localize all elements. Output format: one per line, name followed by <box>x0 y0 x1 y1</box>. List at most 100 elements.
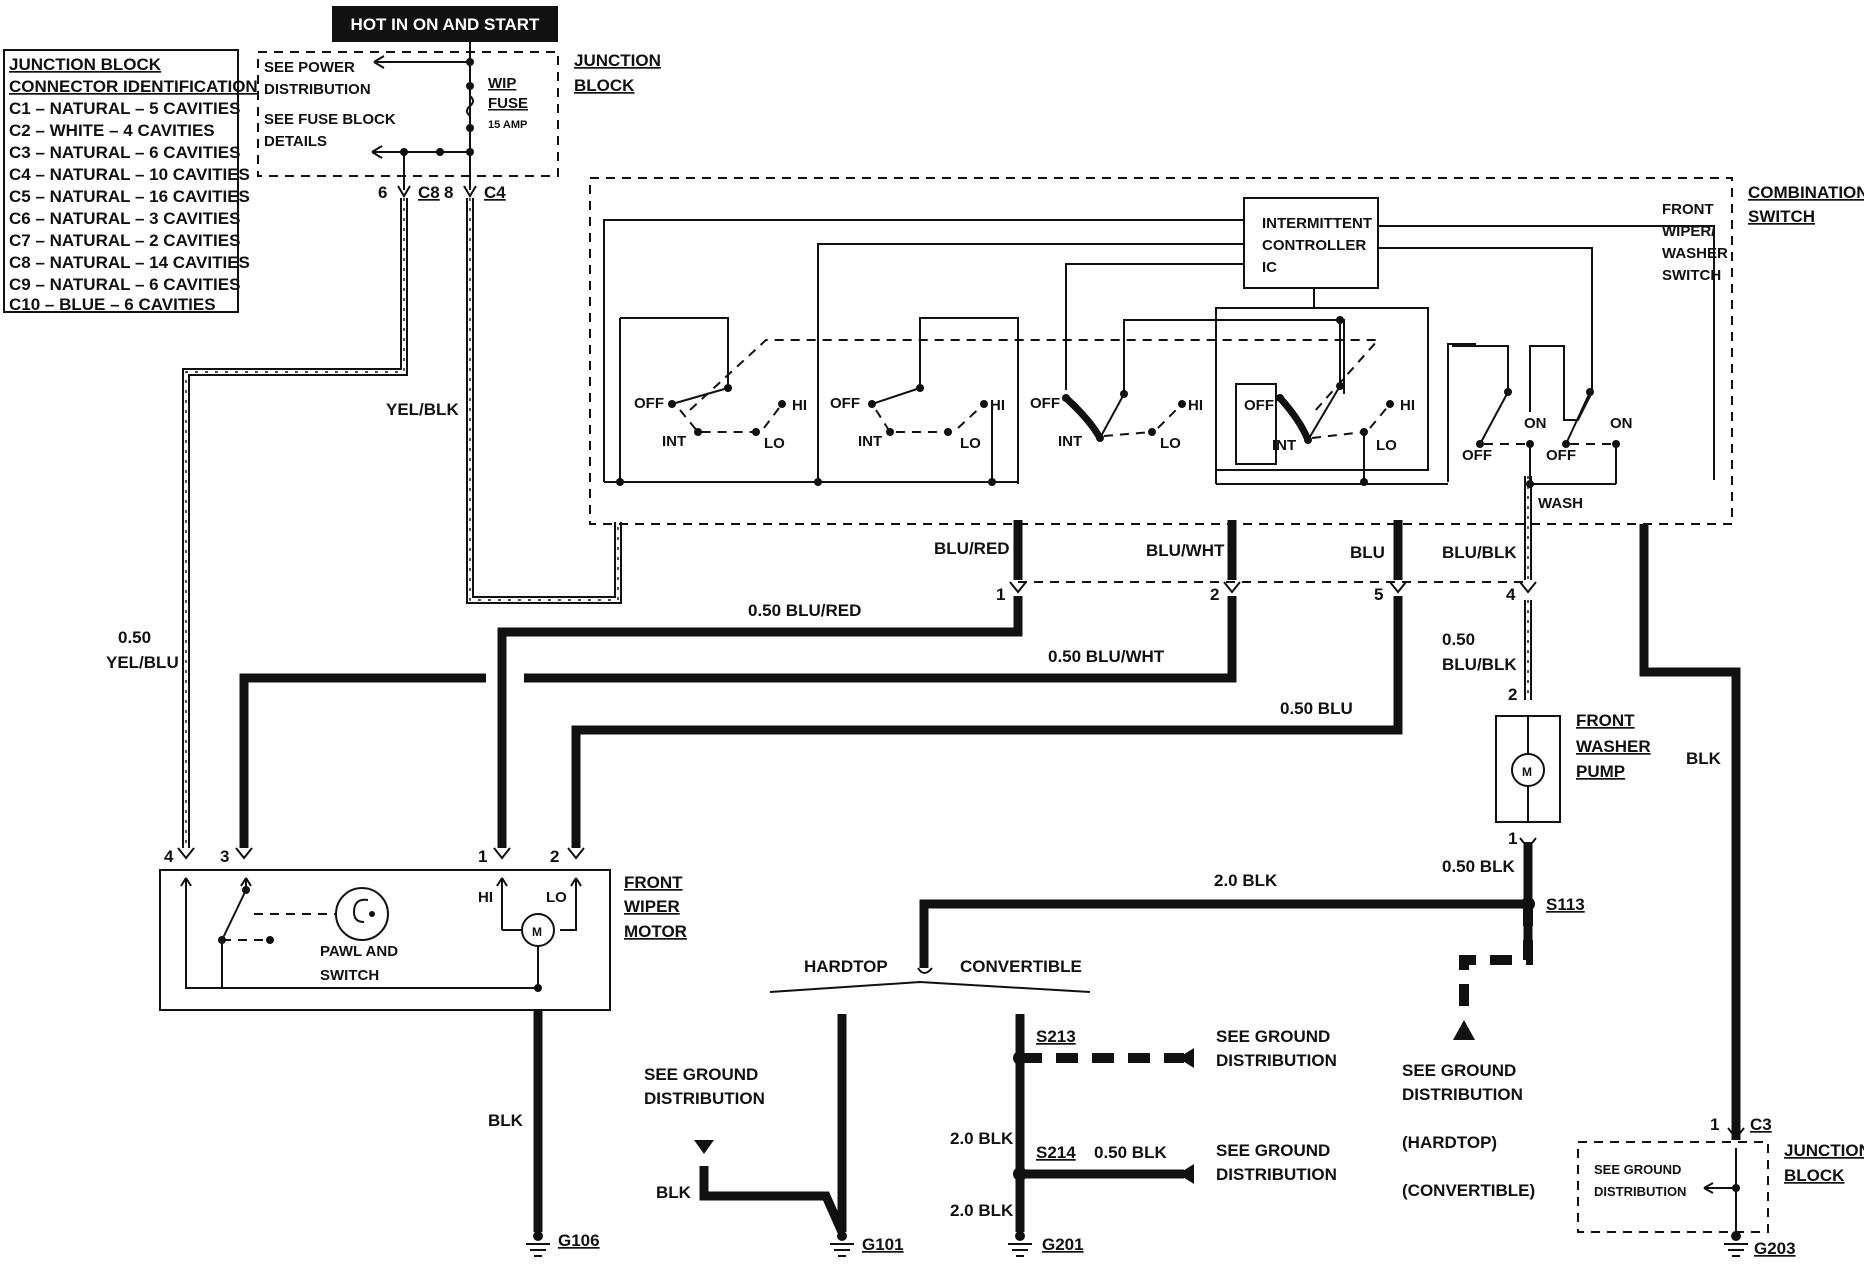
front-washer-pump: 2 M FRONT WASHER PUMP 1 0.50 BLK <box>1442 685 1651 876</box>
wire-label-050-blu-red: 0.50 BLU/RED <box>748 601 861 620</box>
motor-pin-3: 3 <box>220 847 229 866</box>
sw3-int: INT <box>1058 433 1082 450</box>
pump-name-2: WASHER <box>1576 737 1651 756</box>
wire-label-blu-blk-2: BLU/BLK <box>1442 655 1517 674</box>
wash-label: WASH <box>1538 495 1583 512</box>
junction-block-top: SEE POWER DISTRIBUTION SEE FUSE BLOCK DE… <box>257 42 661 202</box>
sw3-lo: LO <box>1160 435 1181 452</box>
sw2-off: OFF <box>830 395 860 412</box>
conn-c8: C8 <box>418 183 440 202</box>
pump-pin-2: 2 <box>1508 685 1517 704</box>
pawl-label-1: PAWL AND <box>320 943 398 960</box>
see-gd-s214-2: DISTRIBUTION <box>1216 1165 1337 1184</box>
switch-sub-3: WASHER <box>1662 245 1728 262</box>
switch-sub-2: WIPER/ <box>1662 223 1716 240</box>
see-gd-mid-2: DISTRIBUTION <box>1402 1085 1523 1104</box>
hot-label: HOT IN ON AND START <box>351 15 540 34</box>
jb-bottom-name-2: BLOCK <box>1784 1166 1845 1185</box>
legend-row: C1 – NATURAL – 5 CAVITIES <box>9 99 240 118</box>
g201-label: G201 <box>1042 1235 1084 1254</box>
jb-see-gd-1: SEE GROUND <box>1594 1162 1681 1177</box>
hardtop-convertible-split: HARDTOP CONVERTIBLE <box>769 957 1091 993</box>
wire-label-blk-right: BLK <box>1686 749 1722 768</box>
s113-label: S113 <box>1546 895 1585 914</box>
wash-on-2: ON <box>1610 415 1633 432</box>
wire-label-blu-wht: BLU/WHT <box>1146 541 1225 560</box>
pump-pin-1: 1 <box>1508 829 1517 848</box>
sw2-hi: HI <box>990 397 1005 414</box>
pin-2: 2 <box>1210 585 1219 604</box>
wire-label-blk-motor: BLK <box>488 1111 524 1130</box>
hardtop-paren: (HARDTOP) <box>1402 1133 1497 1152</box>
motor-name-1: FRONT <box>624 873 683 892</box>
s213-label: S213 <box>1036 1027 1076 1046</box>
convertible-paren: (CONVERTIBLE) <box>1402 1181 1535 1200</box>
wire-yel-blu: 0.50 YEL/BLU <box>106 198 408 848</box>
wire-label-yel-blk: YEL/BLK <box>386 400 459 419</box>
sw4-int: INT <box>1272 437 1296 454</box>
combination-switch-name-1: COMBINATION <box>1748 183 1864 202</box>
g203-label: G203 <box>1754 1239 1796 1258</box>
see-power-2: DISTRIBUTION <box>264 81 371 98</box>
motor-pin-2: 2 <box>550 847 559 866</box>
motor-hi: HI <box>478 889 493 906</box>
legend-row: C4 – NATURAL – 10 CAVITIES <box>9 165 250 184</box>
legend-title-2: CONNECTOR IDENTIFICATION <box>9 77 258 96</box>
motor-pin-1: 1 <box>478 847 487 866</box>
wire-label-yel-blu: YEL/BLU <box>106 653 179 672</box>
motor-m: M <box>532 925 542 939</box>
wire-label-050-blk: 0.50 BLK <box>1442 857 1515 876</box>
pump-name-3: PUMP <box>1576 762 1625 781</box>
see-gd-s214-1: SEE GROUND <box>1216 1141 1330 1160</box>
switch-connector-row: 1 2 5 4 <box>996 581 1537 604</box>
fuse-label-1: WIP <box>488 75 516 92</box>
pump-m: M <box>1522 765 1532 779</box>
jb-see-gd-2: DISTRIBUTION <box>1594 1184 1686 1199</box>
sw4-hi: HI <box>1400 397 1415 414</box>
ground-g101: G101 <box>830 1231 904 1257</box>
see-gd-s213-1: SEE GROUND <box>1216 1027 1330 1046</box>
front-wiper-motor: 4 3 1 2 FRONT WIPER MOTOR PAWL AND SWITC… <box>159 847 687 1011</box>
s214-label: S214 <box>1036 1143 1076 1162</box>
sw1-lo: LO <box>764 435 785 452</box>
fuse-label-2: FUSE <box>488 95 528 112</box>
legend-row: C3 – NATURAL – 6 CAVITIES <box>9 143 240 162</box>
legend-row: C5 – NATURAL – 16 CAVITIES <box>9 187 250 206</box>
wire-yel-blk: YEL/BLK <box>386 198 622 604</box>
wire-blu: BLU 0.50 BLU <box>571 520 1403 848</box>
pawl-label-2: SWITCH <box>320 967 379 984</box>
wire-label-050-blu: 0.50 BLU <box>1280 699 1353 718</box>
wire-label-050-b: 0.50 <box>1442 630 1475 649</box>
motor-name-3: MOTOR <box>624 922 687 941</box>
junction-block-name-2: BLOCK <box>574 76 635 95</box>
pin-4: 4 <box>1506 585 1516 604</box>
fuse-rating: 15 AMP <box>488 119 527 131</box>
switch-sub-4: SWITCH <box>1662 267 1721 284</box>
sw1-hi: HI <box>792 397 807 414</box>
pin-1: 1 <box>996 585 1005 604</box>
legend-row: C7 – NATURAL – 2 CAVITIES <box>9 231 240 250</box>
sw1-off: OFF <box>634 395 664 412</box>
convertible-label: CONVERTIBLE <box>960 957 1082 976</box>
ground-g201-branch: S213 S214 SEE GROUND DISTRIBUTION SEE GR… <box>950 1014 1337 1232</box>
sw4-off: OFF <box>1244 397 1274 414</box>
wire-blu-blk: BLU/BLK 0.50 BLU/BLK <box>1442 476 1532 700</box>
sw4-lo: LO <box>1376 437 1397 454</box>
pump-name-1: FRONT <box>1576 711 1635 730</box>
ic-label-3: IC <box>1262 259 1277 276</box>
wash-on-1: ON <box>1524 415 1547 432</box>
wire-label-blu-red: BLU/RED <box>934 539 1010 558</box>
hardtop-label: HARDTOP <box>804 957 888 976</box>
wire-label-blk-g101: BLK <box>656 1183 692 1202</box>
wire-label-blu-blk: BLU/BLK <box>1442 543 1517 562</box>
pin-5: 5 <box>1374 585 1383 604</box>
connector-legend: JUNCTION BLOCK CONNECTOR IDENTIFICATION … <box>3 49 258 314</box>
see-gd-left-1: SEE GROUND <box>644 1065 758 1084</box>
legend-row: C8 – NATURAL – 14 CAVITIES <box>9 253 250 272</box>
jb-bottom-name-1: JUNCTION <box>1784 1141 1864 1160</box>
combination-switch: COMBINATION SWITCH FRONT WIPER/ WASHER S… <box>589 177 1864 525</box>
g101-label: G101 <box>862 1235 904 1254</box>
wire-blu-wht: BLU/WHT 0.50 BLU/WHT <box>239 520 1237 848</box>
see-power-1: SEE POWER <box>264 59 355 76</box>
